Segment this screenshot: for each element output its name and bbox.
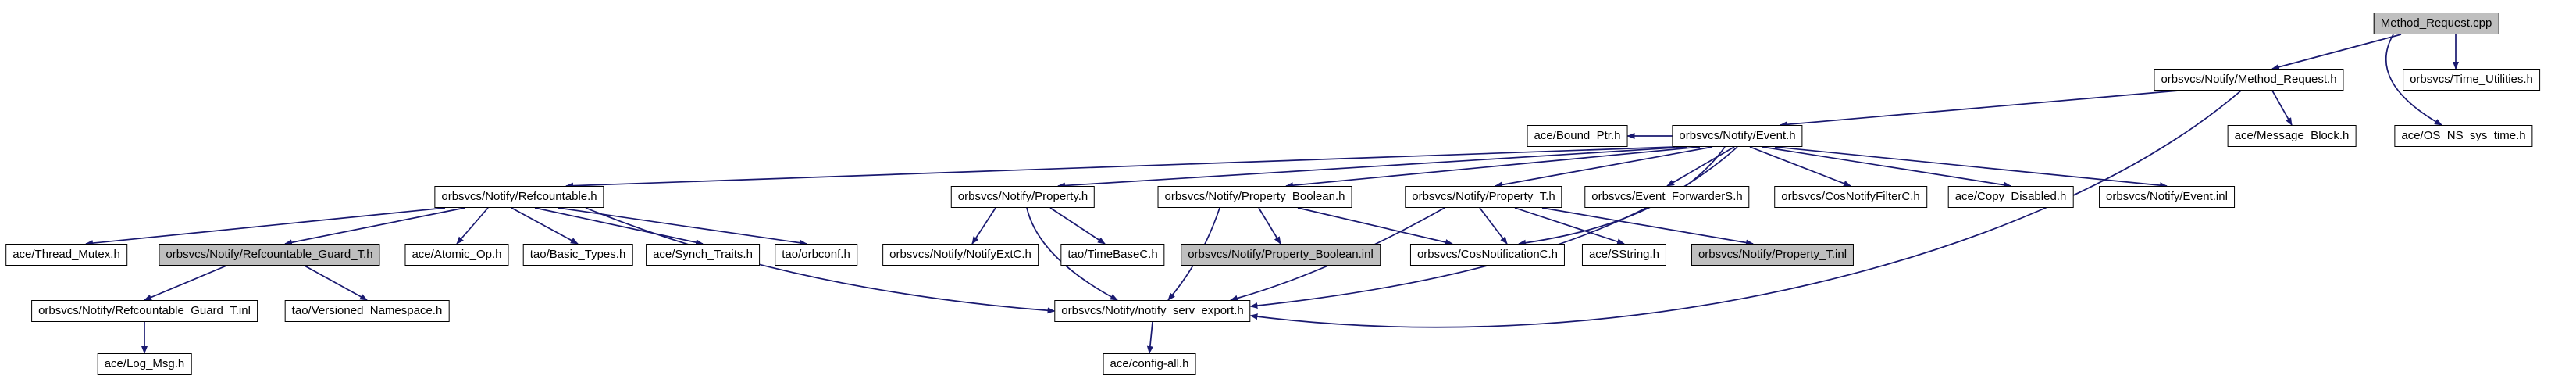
include-edge-mr_h-serv_export bbox=[1249, 90, 2242, 328]
include-edge-event_h-event_inl bbox=[1774, 146, 2168, 189]
include-edge-event_h-prop_bool bbox=[1285, 146, 1701, 189]
include-edge-event_h-property bbox=[1057, 146, 1688, 189]
graph-node-refcount[interactable]: orbsvcs/Notify/Refcountable.h bbox=[434, 186, 604, 208]
graph-node-timebase[interactable]: tao/TimeBaseC.h bbox=[1060, 244, 1165, 266]
include-edge-guard_t_h-vns bbox=[304, 265, 368, 301]
include-edge-event_h-copy_dis bbox=[1762, 146, 2011, 188]
graph-node-config_all[interactable]: ace/config-all.h bbox=[1103, 353, 1196, 375]
include-edge-property-timebase bbox=[1049, 207, 1106, 245]
graph-node-prop_bool[interactable]: orbsvcs/Notify/Property_Boolean.h bbox=[1157, 186, 1352, 208]
graph-node-filter_c[interactable]: orbsvcs/CosNotifyFilterC.h bbox=[1774, 186, 1927, 208]
graph-node-os_ns[interactable]: ace/OS_NS_sys_time.h bbox=[2394, 125, 2533, 147]
include-edge-prop_t-prop_t_inl bbox=[1541, 207, 1754, 246]
graph-node-notify_ext[interactable]: orbsvcs/Notify/NotifyExtC.h bbox=[882, 244, 1039, 266]
include-edge-property-notify_ext bbox=[971, 207, 996, 245]
graph-node-basic_types[interactable]: tao/Basic_Types.h bbox=[522, 244, 633, 266]
graph-node-prop_t_inl[interactable]: orbsvcs/Notify/Property_T.inl bbox=[1691, 244, 1855, 266]
include-edge-serv_export-config_all bbox=[1146, 321, 1153, 354]
graph-node-mr_h[interactable]: orbsvcs/Notify/Method_Request.h bbox=[2154, 69, 2344, 91]
include-edge-refcount-synch_traits bbox=[534, 207, 704, 246]
graph-node-mr_cpp: Method_Request.cpp bbox=[2373, 13, 2499, 34]
include-edge-event_h-prop_t bbox=[1495, 146, 1713, 188]
graph-node-guard_t_inl[interactable]: orbsvcs/Notify/Refcountable_Guard_T.inl bbox=[31, 300, 258, 322]
graph-node-guard_t_h[interactable]: orbsvcs/Notify/Refcountable_Guard_T.h bbox=[159, 244, 380, 266]
include-edge-refcount-guard_t_h bbox=[284, 207, 465, 246]
include-edge-event_h-refcount bbox=[565, 146, 1676, 189]
graph-node-synch_traits[interactable]: ace/Synch_Traits.h bbox=[646, 244, 760, 266]
graph-node-prop_bool_inl[interactable]: orbsvcs/Notify/Property_Boolean.inl bbox=[1181, 244, 1381, 266]
include-edge-mr_cpp-os_ns bbox=[2385, 34, 2442, 126]
graph-node-prop_t[interactable]: orbsvcs/Notify/Property_T.h bbox=[1405, 186, 1562, 208]
graph-node-cos_notif[interactable]: orbsvcs/CosNotificationC.h bbox=[1409, 244, 1566, 266]
include-edge-refcount-orbconf bbox=[558, 207, 807, 246]
include-edge-prop_bool-prop_bool_inl bbox=[1258, 207, 1281, 245]
include-edge-event_h-filter_c bbox=[1749, 146, 1851, 187]
include-edge-refcount-basic_types bbox=[511, 207, 579, 245]
include-edge-refcount-thread_mutex bbox=[85, 207, 446, 247]
graph-node-event_h[interactable]: orbsvcs/Notify/Event.h bbox=[1672, 125, 1803, 147]
include-edge-mr_h-msg_block bbox=[2271, 90, 2293, 126]
include-edge-prop_t-sstring bbox=[1514, 207, 1625, 245]
graph-node-bound_ptr[interactable]: ace/Bound_Ptr.h bbox=[1527, 125, 1628, 147]
include-edge-mr_cpp-mr_h bbox=[2271, 34, 2402, 70]
graph-node-atomic_op[interactable]: ace/Atomic_Op.h bbox=[404, 244, 509, 266]
include-edge-event_h-cos_notif bbox=[1518, 146, 1726, 246]
graph-node-orbconf[interactable]: tao/orbconf.h bbox=[775, 244, 857, 266]
graph-node-vns[interactable]: tao/Versioned_Namespace.h bbox=[284, 300, 450, 322]
include-edge-refcount-atomic_op bbox=[456, 207, 489, 245]
graph-node-property[interactable]: orbsvcs/Notify/Property.h bbox=[950, 186, 1096, 208]
graph-node-serv_export[interactable]: orbsvcs/Notify/notify_serv_export.h bbox=[1054, 300, 1251, 322]
include-edge-prop_bool-cos_notif bbox=[1297, 207, 1453, 245]
include-edge-prop_t-cos_notif bbox=[1479, 207, 1508, 245]
graph-node-sstring[interactable]: ace/SString.h bbox=[1581, 244, 1667, 266]
include-edge-property-serv_export bbox=[1026, 207, 1118, 301]
graph-node-copy_dis[interactable]: ace/Copy_Disabled.h bbox=[1947, 186, 2074, 208]
graph-node-fwd_s[interactable]: orbsvcs/Event_ForwarderS.h bbox=[1584, 186, 1750, 208]
include-edge-guard_t_h-guard_t_inl bbox=[144, 265, 227, 301]
graph-node-log_msg[interactable]: ace/Log_Msg.h bbox=[97, 353, 192, 375]
graph-node-msg_block[interactable]: ace/Message_Block.h bbox=[2227, 125, 2357, 147]
graph-node-time_util[interactable]: orbsvcs/Time_Utilities.h bbox=[2403, 69, 2540, 91]
graph-node-thread_mutex[interactable]: ace/Thread_Mutex.h bbox=[5, 244, 127, 266]
include-edge-event_h-fwd_s bbox=[1666, 146, 1735, 187]
graph-node-event_inl[interactable]: orbsvcs/Notify/Event.inl bbox=[2099, 186, 2235, 208]
include-edge-refcount-serv_export bbox=[585, 207, 1056, 314]
include-edge-mr_h-event_h bbox=[1780, 90, 2179, 128]
